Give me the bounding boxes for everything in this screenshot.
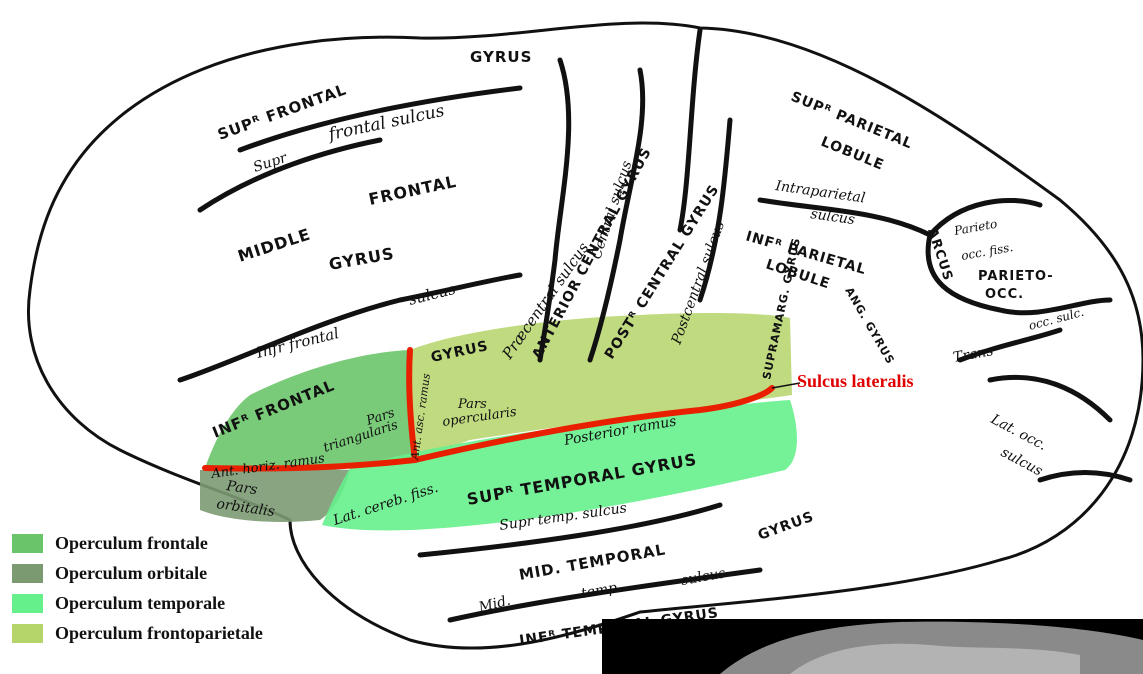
legend-item-operculum-frontale: Operculum frontale xyxy=(12,530,263,556)
legend-label: Operculum frontoparietale xyxy=(55,623,263,644)
label-parieto-occ-a: PARIETO- xyxy=(978,269,1054,284)
label-gyrus-top: GYRUS xyxy=(470,48,532,66)
legend-swatch xyxy=(12,564,43,583)
mri-inset xyxy=(602,619,1143,674)
legend-label: Operculum orbitale xyxy=(55,563,207,584)
legend-item-operculum-temporale: Operculum temporale xyxy=(12,590,263,616)
sulcus-lateralis-callout: Sulcus lateralis xyxy=(797,371,914,392)
label-parieto-occ-b: OCC. xyxy=(985,287,1024,302)
legend-label: Operculum temporale xyxy=(55,593,225,614)
legend-swatch xyxy=(12,594,43,613)
legend-item-operculum-orbitale: Operculum orbitale xyxy=(12,560,263,586)
legend-label: Operculum frontale xyxy=(55,533,208,554)
legend: Operculum frontale Operculum orbitale Op… xyxy=(12,530,263,650)
legend-swatch xyxy=(12,534,43,553)
legend-swatch xyxy=(12,624,43,643)
legend-item-operculum-frontoparietale: Operculum frontoparietale xyxy=(12,620,263,646)
